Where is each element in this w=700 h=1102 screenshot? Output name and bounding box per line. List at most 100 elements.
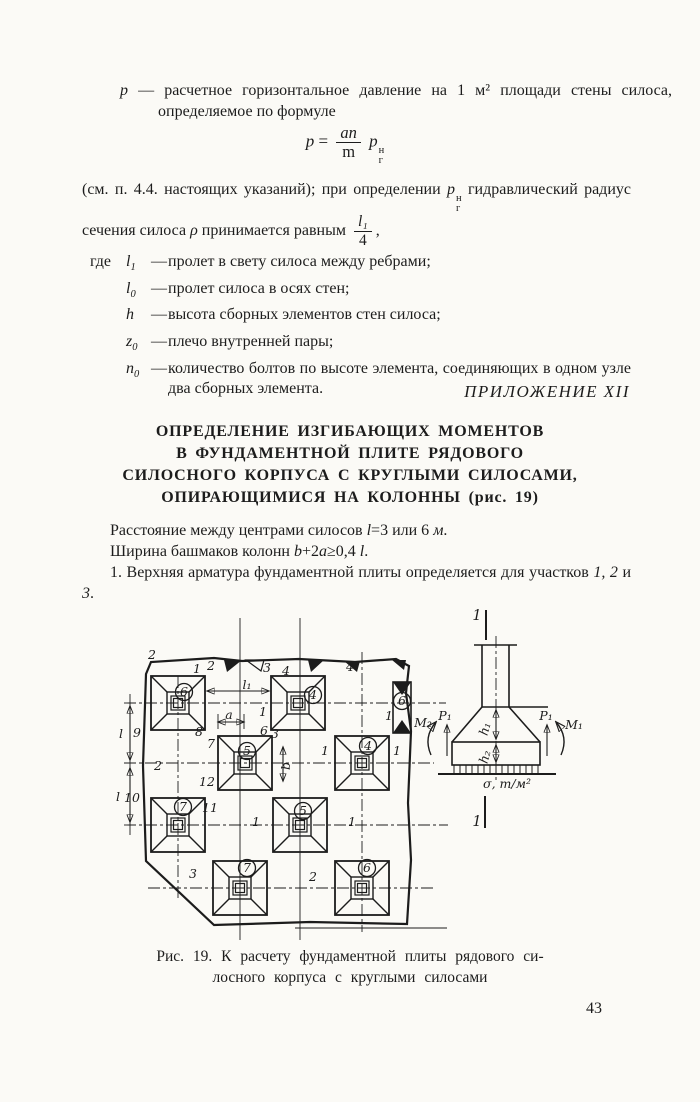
svg-text:2: 2 (206, 658, 215, 673)
svg-text:a: a (225, 707, 232, 722)
svg-text:9: 9 (133, 725, 141, 740)
svg-text:σ, т/м²: σ, т/м² (483, 776, 531, 791)
svg-text:l: l (119, 726, 123, 741)
svg-text:12: 12 (199, 774, 215, 789)
svg-text:6: 6 (260, 723, 268, 738)
figure-caption: Рис. 19. К расчету фундаментной плиты ря… (0, 946, 700, 988)
formula-numerator: an (336, 124, 361, 143)
svg-text:2: 2 (153, 758, 162, 773)
section-heading: ОПРЕДЕЛЕНИЕ ИЗГИБАЮЩИХ МОМЕНТОВ В ФУНДАМ… (0, 421, 700, 509)
definition-text: расчетное горизонтальное давление на 1 м… (158, 82, 673, 120)
svg-text:1: 1 (472, 608, 481, 624)
svg-text:6: 6 (180, 684, 188, 699)
formula-rhs-sup: н (378, 145, 385, 157)
svg-text:1: 1 (193, 661, 201, 676)
section-view (428, 610, 564, 828)
svg-text:5: 5 (299, 803, 307, 818)
symbol: l1 (126, 253, 136, 274)
heading-line: ОПРЕДЕЛЕНИЕ ИЗГИБАЮЩИХ МОМЕНТОВ (155, 423, 545, 440)
heading-line: СИЛОСНОГО КОРПУСА С КРУГЛЫМИ СИЛОСАМИ, (122, 467, 578, 484)
svg-text:2: 2 (147, 647, 156, 662)
svg-text:11: 11 (202, 800, 218, 815)
heading-line: ОПИРАЮЩИМИСЯ НА КОЛОННЫ (рис. 19) (161, 489, 539, 506)
symbol: h (126, 306, 134, 324)
intro-paragraphs: Расстояние между центрами силосов l=3 ил… (82, 520, 631, 604)
caption-line: лосного корпуса с круглыми силосами (212, 969, 488, 986)
svg-text:3: 3 (189, 866, 197, 881)
symbol-definition: пролет силоса в осях стен; (168, 279, 350, 297)
dash: — (151, 306, 167, 324)
svg-text:1: 1 (393, 743, 401, 758)
svg-text:Р₁: Р₁ (538, 708, 552, 723)
formula-lhs: p (305, 131, 315, 151)
symbol: l0 (126, 279, 136, 300)
svg-text:l: l (116, 789, 120, 804)
moment-arrow-left (428, 722, 436, 756)
dash: — (151, 333, 167, 351)
svg-text:l₁: l₁ (242, 677, 251, 692)
symbol-definition: пролет в свету силоса между ребрами; (168, 253, 431, 270)
formula-denominator: m (342, 142, 356, 161)
definition-dash: — (138, 82, 155, 99)
symbol-definition: количество болтов по высоте элемента, со… (168, 359, 631, 398)
svg-text:4: 4 (363, 738, 372, 753)
paragraph: Ширина башмаков колонн b+2a≥0,4 l. (110, 543, 369, 560)
formula-rhs-sub: г (378, 154, 383, 166)
svg-text:5: 5 (243, 743, 251, 758)
svg-text:1: 1 (252, 814, 260, 829)
symbol: z0 (126, 333, 138, 354)
svg-text:3: 3 (271, 726, 279, 741)
svg-text:М₁: М₁ (564, 717, 583, 732)
page-number: 43 (586, 1000, 602, 1017)
svg-text:1: 1 (348, 814, 356, 829)
heading-line: В ФУНДАМЕНТНОЙ ПЛИТЕ РЯДОВОГО (176, 445, 524, 462)
symbol-list-row: l0 — пролет силоса в осях стен; (90, 279, 631, 306)
caption-line: Рис. 19. К расчету фундаментной плиты ря… (156, 948, 544, 965)
svg-text:М₂: М₂ (413, 715, 432, 730)
svg-text:1: 1 (321, 743, 329, 758)
dash: — (151, 279, 167, 297)
svg-text:1: 1 (259, 704, 267, 719)
paragraph: 1. Верхняя арматура фундаментной плиты о… (82, 564, 632, 602)
svg-text:4: 4 (308, 687, 317, 702)
svg-text:6: 6 (398, 693, 406, 708)
svg-text:7: 7 (243, 860, 251, 875)
svg-text:4: 4 (345, 659, 354, 674)
definition-symbol: p (120, 82, 128, 99)
symbol-list-row: h — высота сборных элементов стен силоса… (90, 305, 631, 332)
symbol-list-row: z0 — плечо внутренней пары; (90, 332, 631, 359)
gde-label: где (90, 253, 112, 270)
appendix-label: ПРИЛОЖЕНИЕ XII (464, 382, 630, 401)
formula-equals: = (318, 131, 329, 151)
symbol-definition: плечо внутренней пары; (168, 333, 334, 351)
svg-text:7: 7 (179, 799, 187, 814)
symbol-definition: высота сборных элементов стен силоса; (168, 306, 441, 324)
symbol: n0 (126, 359, 140, 380)
plan-view (124, 618, 448, 940)
symbol-list-row: где l1 — пролет в свету силоса между реб… (90, 252, 631, 279)
svg-text:8: 8 (195, 724, 203, 739)
svg-text:h₂: h₂ (476, 749, 494, 765)
svg-text:Р₁: Р₁ (437, 708, 451, 723)
definition-p: p — расчетное горизонтальное давление на… (120, 80, 672, 122)
svg-text:10: 10 (124, 790, 140, 805)
svg-text:2: 2 (308, 869, 317, 884)
paragraph: Расстояние между центрами силосов l=3 ил… (110, 522, 448, 539)
svg-text:1: 1 (385, 708, 393, 723)
moment-arrow-right (556, 722, 564, 756)
svg-text:4: 4 (281, 663, 290, 678)
dash: — (151, 359, 167, 377)
dash: — (151, 253, 167, 270)
symbol-list: где l1 — пролет в свету силоса между реб… (90, 252, 631, 400)
paragraph-hydraulic-radius: (см. п. 4.4. настоящих указаний); при оп… (82, 181, 631, 249)
svg-text:h₁: h₁ (476, 721, 494, 737)
svg-text:1: 1 (472, 814, 481, 830)
symbol-list-row: n0 — количество болтов по высоте элемент… (90, 359, 631, 400)
